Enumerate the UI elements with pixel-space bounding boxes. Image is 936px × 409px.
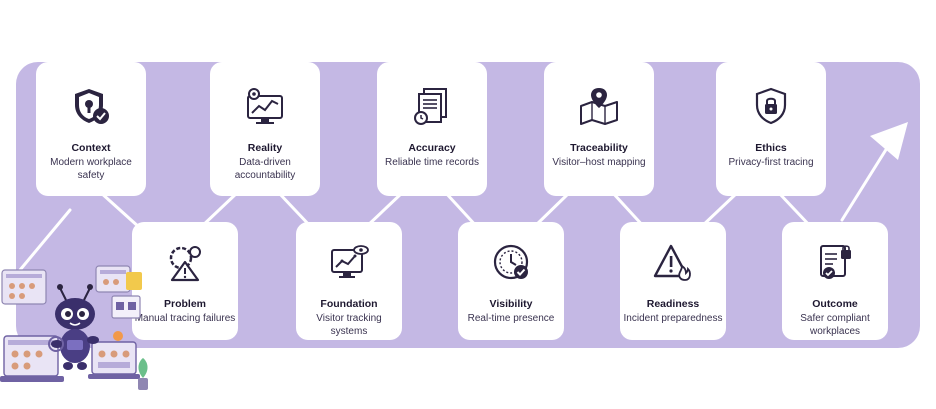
connector-start bbox=[18, 208, 72, 272]
clock-check-icon bbox=[491, 242, 531, 282]
step-card-problem: Problem Manual tracing failures bbox=[132, 222, 238, 340]
step-card-traceability: Traceability Visitor–host mapping bbox=[544, 62, 654, 196]
step-title: Ethics bbox=[755, 142, 787, 154]
arrow-head-icon bbox=[870, 122, 908, 160]
step-card-readiness: Readiness Incident preparedness bbox=[620, 222, 726, 340]
step-title: Outcome bbox=[812, 298, 858, 310]
connector-end bbox=[840, 138, 894, 222]
step-card-outcome: Outcome Safer compliant workplaces bbox=[782, 222, 888, 340]
step-card-ethics: Ethics Privacy-first tracing bbox=[716, 62, 826, 196]
step-description: Incident preparedness bbox=[623, 313, 723, 324]
warning-fire-icon bbox=[653, 242, 693, 282]
step-description: Manual tracing failures bbox=[134, 313, 236, 324]
shield-lock-check-icon bbox=[71, 86, 111, 126]
step-card-context: Context Modern workplace safety bbox=[36, 62, 146, 196]
step-card-accuracy: Accuracy Reliable time records bbox=[377, 62, 487, 196]
step-title: Traceability bbox=[570, 142, 628, 154]
step-title: Context bbox=[71, 142, 111, 154]
lock-badge-icon bbox=[126, 272, 142, 290]
gear-analytics-monitor-icon bbox=[245, 86, 285, 126]
step-card-foundation: Foundation Visitor tracking systems bbox=[296, 222, 402, 340]
step-title: Visibility bbox=[489, 298, 533, 310]
connector-1 bbox=[98, 190, 142, 230]
documents-clock-icon bbox=[412, 86, 452, 126]
map-pin-icon bbox=[579, 86, 619, 126]
screen-panel bbox=[95, 265, 131, 293]
shield-lock-icon bbox=[751, 86, 791, 126]
step-title: Reality bbox=[247, 142, 283, 154]
step-description: Visitor tracking systems bbox=[316, 313, 382, 337]
document-lock-check-icon bbox=[815, 242, 855, 282]
monitor-chart-eye-icon bbox=[329, 242, 369, 282]
step-card-reality: Reality Data-driven accountability bbox=[210, 62, 320, 196]
step-description: Data-driven accountability bbox=[234, 157, 296, 181]
step-description: Real-time presence bbox=[467, 313, 555, 324]
step-description: Modern workplace safety bbox=[50, 157, 132, 181]
step-title: Foundation bbox=[320, 298, 378, 310]
step-card-visibility: Visibility Real-time presence bbox=[458, 222, 564, 340]
step-description: Visitor–host mapping bbox=[552, 157, 646, 168]
step-description: Privacy-first tracing bbox=[728, 157, 814, 168]
tablet-screen bbox=[91, 341, 137, 375]
step-description: Reliable time records bbox=[385, 157, 479, 168]
magnifier-icon bbox=[48, 336, 64, 352]
step-title: Accuracy bbox=[408, 142, 456, 154]
robot-head bbox=[55, 298, 95, 330]
step-title: Readiness bbox=[646, 298, 700, 310]
step-description: Safer compliant workplaces bbox=[800, 313, 870, 337]
mascot-illustration bbox=[0, 265, 148, 390]
broken-gear-warning-icon bbox=[165, 242, 205, 282]
step-title: Problem bbox=[163, 298, 206, 310]
